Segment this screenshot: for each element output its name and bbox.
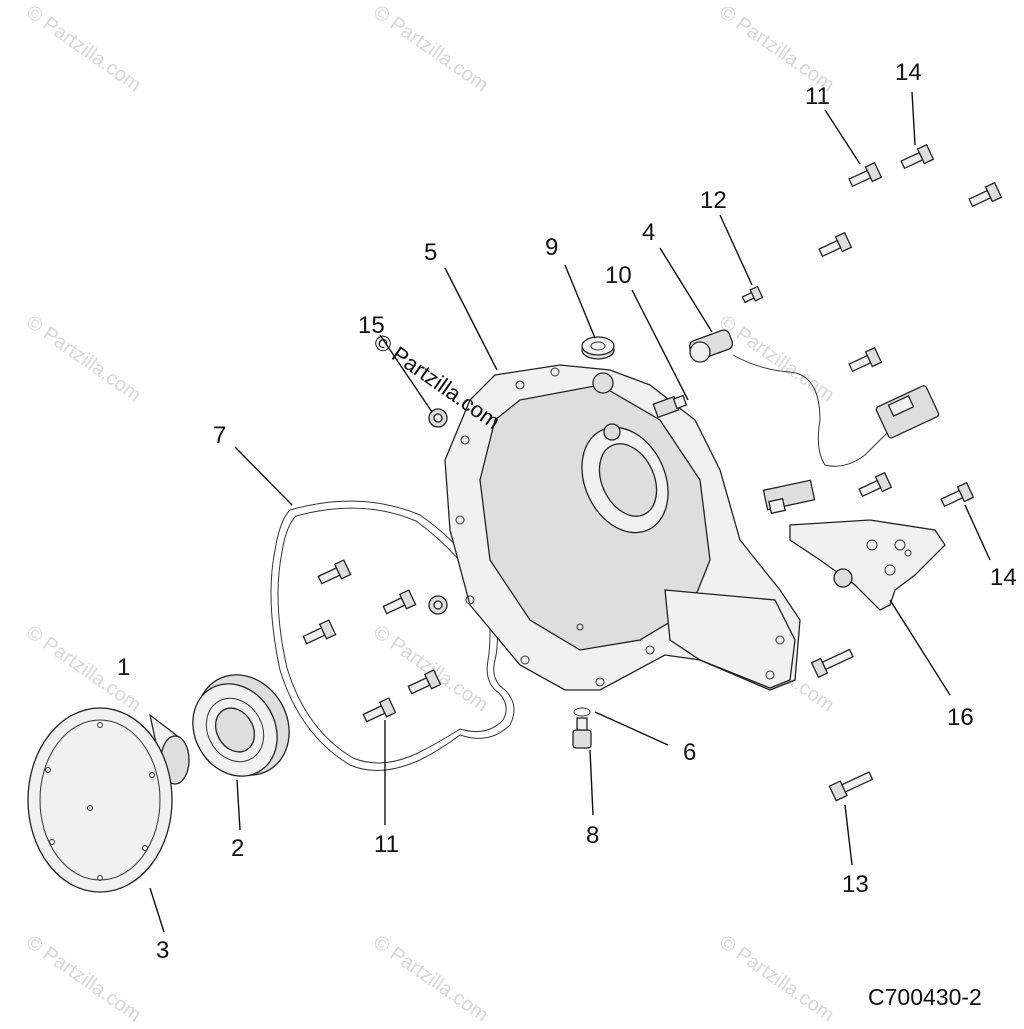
callout-3[interactable]: 3 [156, 937, 169, 964]
watermark: © Partzilla.com [22, 311, 145, 406]
sensor-harness-part [688, 329, 940, 467]
callout-14-right[interactable]: 14 [990, 564, 1017, 591]
callout-2[interactable]: 2 [231, 835, 244, 862]
flange-shaft-part [27, 707, 190, 893]
connector-part [652, 394, 688, 419]
callout-13[interactable]: 13 [842, 871, 869, 898]
drain-plug-part [572, 707, 592, 749]
plug-part [581, 336, 615, 360]
gasket-bolts [302, 559, 448, 723]
callout-7[interactable]: 7 [213, 422, 226, 449]
callout-6[interactable]: 6 [683, 739, 696, 766]
callout-8[interactable]: 8 [586, 822, 599, 849]
callout-4[interactable]: 4 [642, 219, 655, 246]
callout-11-bottom[interactable]: 11 [374, 831, 399, 858]
callout-9[interactable]: 9 [545, 234, 558, 261]
right-bolts [428, 143, 1003, 802]
dual-connector-part [762, 479, 816, 515]
bracket-part [789, 519, 946, 611]
watermark: © Partzilla.com [22, 1, 145, 96]
callout-15[interactable]: 15 [358, 312, 385, 339]
callout-12[interactable]: 12 [700, 187, 727, 214]
callout-5[interactable]: 5 [424, 239, 437, 266]
diagram-reference-code: C700430-2 [868, 984, 982, 1010]
leader-lines [149, 91, 991, 933]
watermark: © Partzilla.com [715, 931, 838, 1024]
callouts: 1 2 3 4 5 6 7 8 9 10 11 11 12 13 14 14 1… [117, 59, 1017, 964]
watermark: © Partzilla.com [715, 311, 838, 406]
callout-1[interactable]: 1 [117, 654, 130, 681]
bearing-part [192, 674, 290, 777]
callout-16[interactable]: 16 [947, 704, 974, 731]
housing-part [444, 364, 801, 691]
callout-10[interactable]: 10 [605, 262, 632, 289]
callout-11-top[interactable]: 11 [805, 83, 830, 110]
watermark: © Partzilla.com [369, 1, 492, 96]
callout-14-top[interactable]: 14 [895, 59, 922, 86]
watermark: © Partzilla.com [369, 931, 492, 1024]
watermark: © Partzilla.com [22, 931, 145, 1024]
